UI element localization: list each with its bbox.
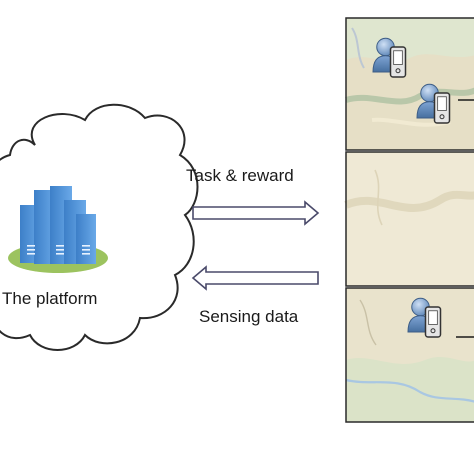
sensing-data-arrow [191, 265, 319, 291]
task-reward-label: Task & reward [186, 166, 294, 185]
task-reward-arrow [192, 200, 320, 226]
map-panel-bottom [345, 287, 474, 423]
map-panel-middle [344, 151, 474, 287]
server-cluster-icon [8, 186, 108, 273]
sensing-data-label: Sensing data [199, 307, 299, 326]
map-panel-top [345, 17, 474, 151]
cloud-outline [0, 103, 199, 351]
platform-label: The platform [2, 289, 98, 308]
